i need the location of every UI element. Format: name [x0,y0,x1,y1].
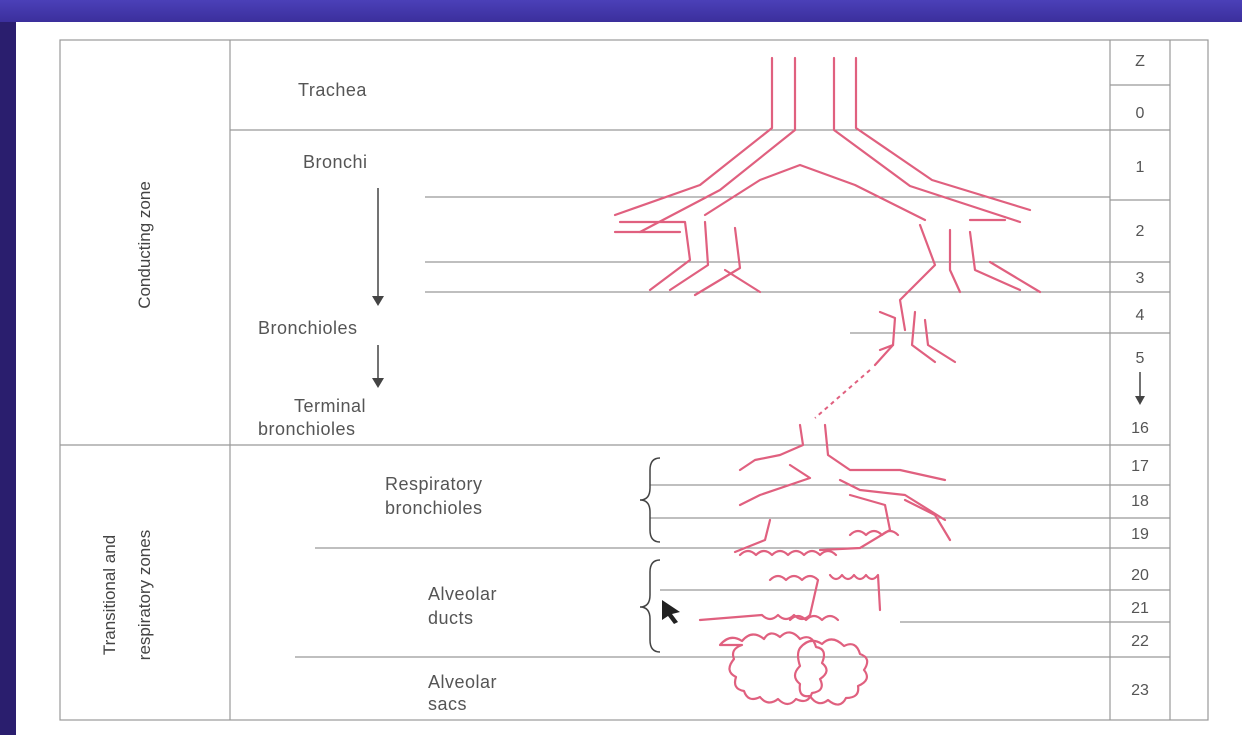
conducting-zone-label: Conducting zone [135,181,154,309]
terminal-bronchioles-label-line1: Terminal [294,396,366,416]
generation-1: 1 [1136,159,1145,176]
generation-2: 2 [1136,223,1145,240]
bronchioles-label: Bronchioles [258,318,358,338]
terminal-bronchioles-label-line2: bronchioles [258,419,356,439]
alveolar-sacs-label-line1: Alveolar [428,672,497,692]
airway-tree [615,58,1040,705]
cursor-arrow-icon [662,600,680,624]
generation-22: 22 [1131,633,1149,650]
generation-header: Z [1135,53,1145,70]
generation-18: 18 [1131,493,1149,510]
trachea-label: Trachea [298,80,367,100]
generation-19: 19 [1131,526,1149,543]
generation-21: 21 [1131,600,1149,617]
generation-23: 23 [1131,682,1149,699]
respiratory-bronchioles-brace [640,458,660,542]
generation-numbers: 0 1 2 3 4 5 16 17 18 19 20 21 22 23 [1131,105,1149,699]
respiratory-bronchioles-label-line1: Respiratory [385,474,483,494]
alveolar-ducts-label-line1: Alveolar [428,584,497,604]
respiratory-bronchioles-label-line2: bronchioles [385,498,483,518]
alveolar-ducts-label-line2: ducts [428,608,474,628]
generation-20: 20 [1131,567,1149,584]
generation-3: 3 [1136,270,1145,287]
table-frame [60,40,1208,720]
transitional-zone-label-line2: respiratory zones [135,530,154,660]
generation-0: 0 [1136,105,1145,122]
transitional-zone-label-line1: Transitional and [100,535,119,655]
generation-5: 5 [1136,350,1145,367]
generation-4: 4 [1136,307,1145,324]
generation-17: 17 [1131,458,1149,475]
bronchi-label: Bronchi [303,152,368,172]
alveolar-sacs-label-line2: sacs [428,694,467,714]
alveolar-ducts-brace [640,560,660,652]
progression-arrows [372,188,384,388]
generation-16: 16 [1131,420,1149,437]
